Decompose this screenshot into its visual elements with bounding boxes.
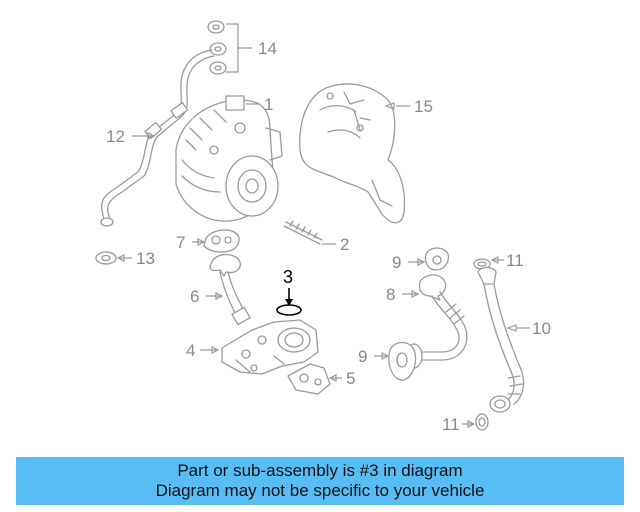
banner-line-2: Diagram may not be specific to your vehi…	[155, 481, 485, 500]
callout-4[interactable]: 4	[186, 341, 195, 360]
info-banner: Part or sub-assembly is #3 in diagram Di…	[16, 457, 624, 505]
part-4-adapter-housing	[200, 319, 319, 375]
part-1-turbocharger	[175, 95, 283, 222]
part-14-washers	[207, 20, 252, 75]
part-11-seal-lower	[462, 413, 489, 431]
callout-12[interactable]: 12	[106, 127, 125, 146]
callout-5[interactable]: 5	[346, 369, 355, 388]
part-10-long-pipe	[477, 266, 530, 413]
part-12-oil-line	[100, 49, 215, 227]
part-6-return-pipe	[206, 253, 251, 326]
callout-10[interactable]: 10	[532, 319, 551, 338]
part-9-gasket-upper	[408, 247, 450, 271]
part-3-o-ring[interactable]	[276, 288, 302, 316]
callout-8[interactable]: 8	[386, 285, 395, 304]
part-2-stud	[283, 220, 336, 245]
callout-13[interactable]: 13	[136, 249, 155, 268]
banner-line-1: Part or sub-assembly is #3 in diagram	[177, 461, 463, 480]
callout-14[interactable]: 14	[258, 39, 277, 58]
part-5-gasket	[287, 363, 342, 395]
callout-9-upper[interactable]: 9	[392, 253, 401, 272]
part-15-heat-shield	[299, 83, 410, 224]
callout-7[interactable]: 7	[176, 233, 185, 252]
callout-9-lower[interactable]: 9	[358, 347, 367, 366]
callout-1[interactable]: 1	[264, 95, 273, 114]
part-7-gasket	[192, 229, 240, 253]
part-9-gasket-lower	[374, 341, 417, 381]
callout-11-upper[interactable]: 11	[506, 251, 524, 270]
parts-diagram: 14 12 1 15	[95, 20, 551, 434]
callout-2[interactable]: 2	[340, 235, 349, 254]
callout-11-lower[interactable]: 11	[442, 415, 460, 434]
part-13-washer	[95, 251, 132, 265]
callout-3[interactable]: 3	[283, 267, 293, 287]
callout-6[interactable]: 6	[190, 287, 199, 306]
callout-15[interactable]: 15	[414, 97, 433, 116]
